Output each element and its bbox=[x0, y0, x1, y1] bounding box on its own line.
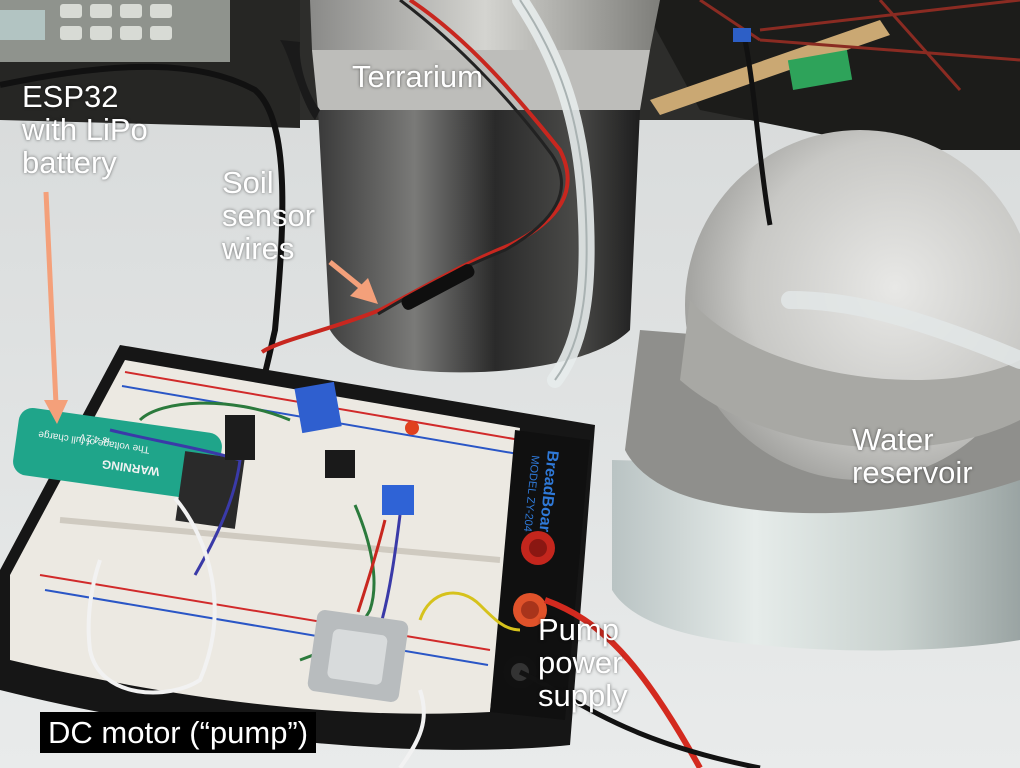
lipo-battery: WARNING The voltage of full charge is 4.… bbox=[13, 407, 245, 529]
blue-connector bbox=[733, 28, 751, 42]
jumper-blue-2 bbox=[380, 514, 402, 621]
water-reservoir-label: Water reservoir bbox=[852, 423, 973, 489]
reservoir-wire bbox=[742, 39, 773, 226]
soil-sensor-label: Soil sensor wires bbox=[222, 166, 315, 265]
mosfet bbox=[325, 450, 355, 478]
lab-instrument bbox=[0, 0, 230, 62]
red-lead bbox=[543, 597, 703, 768]
esp32-label-line3: battery bbox=[22, 145, 117, 180]
esp32-label-line2: with LiPo bbox=[22, 112, 148, 147]
tools-background bbox=[650, 0, 1020, 115]
clear-tube-edge bbox=[519, 0, 588, 381]
yellow-wire bbox=[418, 591, 521, 632]
esp32-label-line1: ESP32 bbox=[22, 79, 119, 114]
white-wire bbox=[86, 496, 217, 695]
arrow-soil-sensor bbox=[328, 260, 378, 304]
white-wire-2 bbox=[398, 689, 426, 768]
black-lead bbox=[518, 669, 761, 768]
soil-label-line2: sensor bbox=[222, 198, 316, 233]
esp32-label: ESP32 with LiPo battery bbox=[22, 80, 148, 179]
heat-shrink bbox=[401, 264, 475, 310]
terrarium-label: Terrarium bbox=[352, 59, 483, 94]
battery-line2: is 4.2V bbox=[78, 431, 110, 446]
switch bbox=[225, 415, 255, 460]
pump-power-line2: power bbox=[538, 645, 623, 680]
soil-sensor-wire-red bbox=[260, 0, 570, 354]
water-label-line1: Water bbox=[852, 422, 934, 457]
dc-motor-face bbox=[327, 629, 388, 685]
arrow-esp32 bbox=[43, 191, 68, 424]
pump-power-line3: supply bbox=[538, 678, 628, 713]
jumper-green bbox=[138, 401, 291, 422]
pump-power-line1: Pump bbox=[538, 612, 619, 647]
soil-label-line3: wires bbox=[222, 231, 295, 266]
black-cable bbox=[0, 63, 286, 422]
soil-label-line1: Soil bbox=[222, 165, 274, 200]
water-label-line2: reservoir bbox=[852, 455, 973, 490]
terminal-block bbox=[382, 485, 414, 515]
terrarium-jar bbox=[280, 0, 660, 373]
soil-sensor-module bbox=[294, 381, 342, 434]
pump-power-label: Pump power supply bbox=[538, 613, 628, 712]
dc-motor-label: DC motor (“pump”) bbox=[40, 712, 317, 753]
led bbox=[405, 421, 419, 435]
jumper-red bbox=[356, 519, 387, 613]
